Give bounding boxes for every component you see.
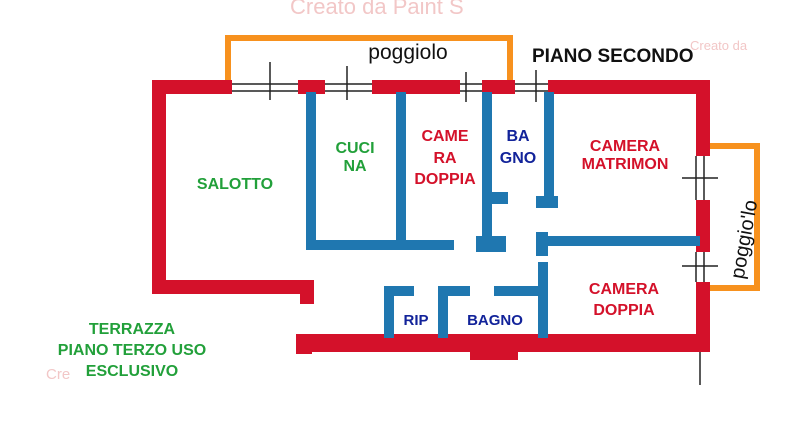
balcony-top-label: poggiolo xyxy=(368,41,448,64)
exterior-walls xyxy=(152,80,710,360)
room-bagno-1: BA GNO xyxy=(499,128,537,168)
balcony-top-outline xyxy=(225,35,513,84)
interior-walls xyxy=(306,92,700,338)
balcony-right-outline xyxy=(706,143,760,291)
room-camera-doppia-2: CAMERA DOPPIA xyxy=(588,281,660,319)
room-camera-matrimoniale: CAMERA MATRIMON xyxy=(581,138,669,174)
terrace-label: TERRAZZA PIANO TERZO USO ESCLUSIVO xyxy=(57,321,207,380)
floor-title: PIANO SECONDO xyxy=(532,46,694,67)
watermark-top: Creato da Paint S xyxy=(290,0,464,19)
windows xyxy=(232,62,718,385)
room-bagno-2: BAGNO xyxy=(467,312,523,329)
room-salotto: SALOTTO xyxy=(196,176,274,193)
watermark-right: Creato da xyxy=(690,38,748,53)
room-cucina: CUCI NA xyxy=(335,140,375,176)
room-camera-doppia-1: CAME RA DOPPIA xyxy=(414,128,476,189)
room-rip: RIP xyxy=(403,312,429,329)
watermark-left: Cre xyxy=(46,366,71,383)
